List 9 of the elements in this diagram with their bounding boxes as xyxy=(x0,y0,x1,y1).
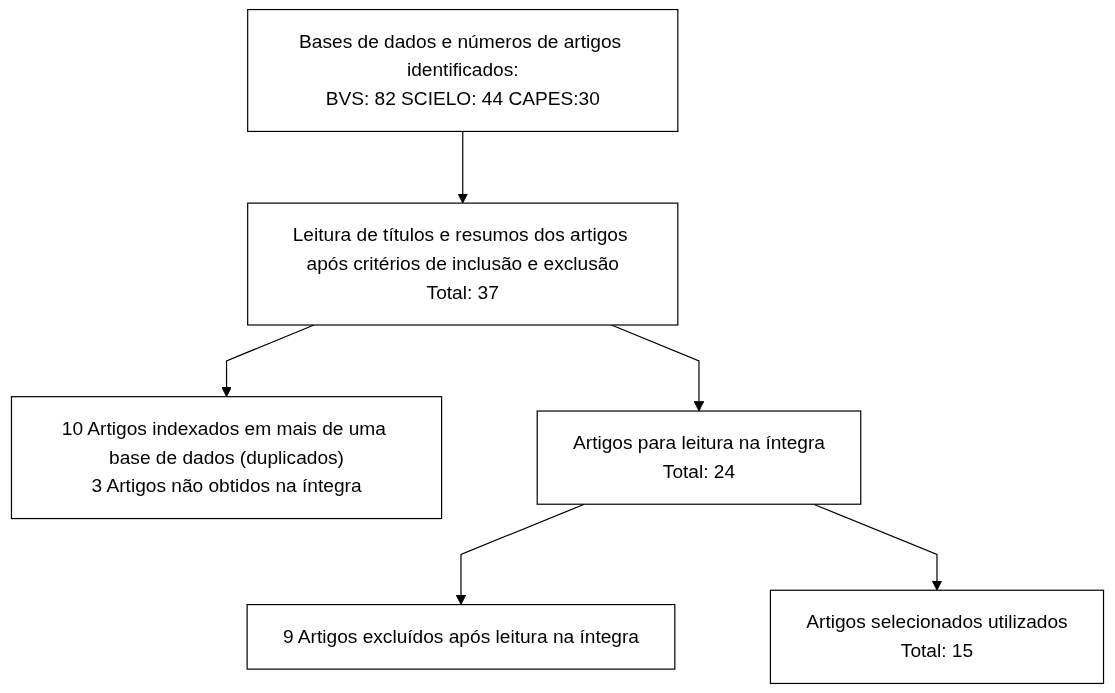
node-box: Leitura de títulos e resumos dos artigos após critérios de inclusão e exclusão Total: 37 xyxy=(247,202,679,326)
arrow xyxy=(455,503,585,606)
node-box: 10 Artigos indexados em mais de uma base de dados (duplicados) 3 Artigos não obtidos na íntegra xyxy=(10,396,443,520)
arrow xyxy=(221,324,315,398)
node-box: Artigos selecionados utilizados Total: 15 xyxy=(769,589,1105,685)
node-box: 9 Artigos excluídos após leitura na íntegra xyxy=(246,604,676,670)
node-box: Bases de dados e números de artigos identificados: BVS: 82 SCIELO: 44 CAPES:30 xyxy=(247,8,679,133)
arrow xyxy=(457,130,468,204)
node-box: Artigos para leitura na íntegra Total: 24 xyxy=(536,410,862,505)
